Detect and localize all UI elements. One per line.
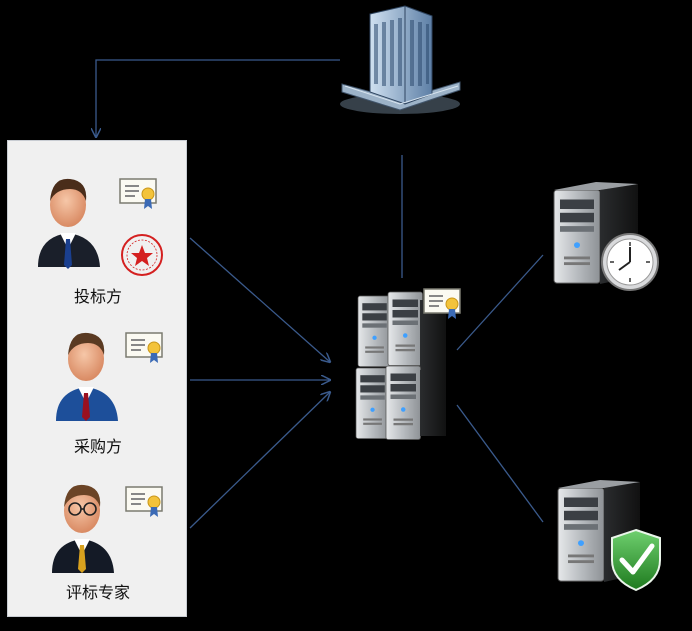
expert-avatar <box>52 484 163 573</box>
bidder-to-servers-arrow <box>189 237 330 362</box>
bidder-label: 投标方 <box>73 287 122 306</box>
server-cluster-icon <box>355 291 446 440</box>
purchaser-avatar <box>56 332 163 421</box>
servers-to-security-line <box>456 404 544 523</box>
businessman-icon <box>56 332 118 421</box>
businessman-with-glasses-icon <box>52 484 114 573</box>
bidder-avatar <box>38 178 163 276</box>
participants-panel: 投标方 采购方 评标专家 <box>7 140 187 617</box>
building-to-participants-arrow <box>96 59 340 137</box>
office-building-icon <box>340 5 461 114</box>
businessman-icon <box>38 178 100 269</box>
certificate-icon <box>125 486 163 518</box>
servers-to-timestamp-line <box>456 254 544 351</box>
expert-to-servers-arrow <box>189 392 330 529</box>
shield-check-icon <box>611 528 661 592</box>
expert-label: 评标专家 <box>65 583 130 602</box>
certificate-icon <box>119 178 157 210</box>
purchaser-label: 采购方 <box>73 437 122 456</box>
certificate-icon <box>125 332 163 364</box>
clock-icon <box>601 233 659 291</box>
participants-figures <box>38 178 163 573</box>
official-seal-icon <box>121 234 163 276</box>
